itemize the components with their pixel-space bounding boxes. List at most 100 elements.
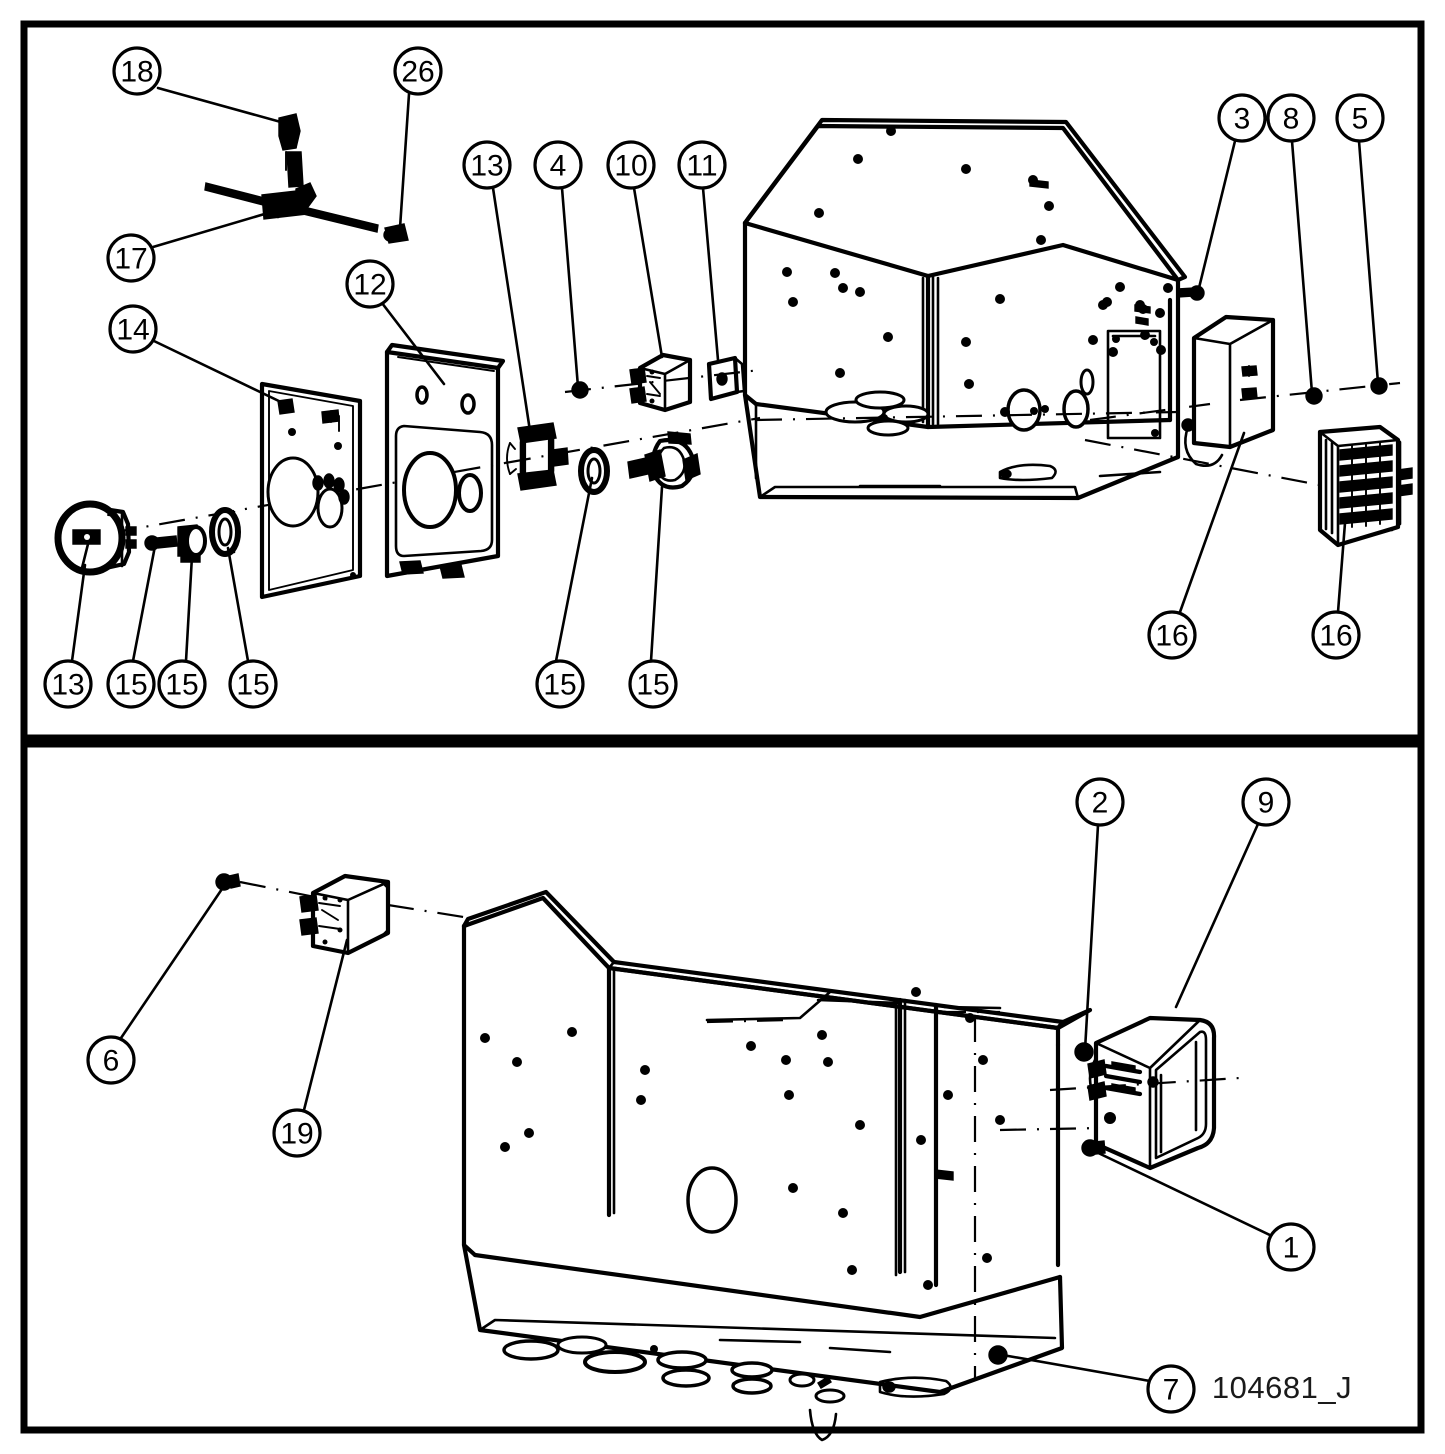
leader-line bbox=[1178, 431, 1246, 614]
part-16-connector bbox=[1317, 424, 1413, 548]
callout-15[interactable]: 15 bbox=[106, 544, 157, 709]
drawing-number: 104681_J bbox=[1212, 1370, 1352, 1405]
axis-line-mid bbox=[504, 416, 761, 465]
leader-line bbox=[1196, 139, 1237, 294]
callout-label: 15 bbox=[114, 669, 147, 702]
callout-bubble[interactable] bbox=[157, 659, 207, 709]
callout-16[interactable]: 16 bbox=[1147, 431, 1246, 660]
callout-bubble[interactable] bbox=[86, 1035, 136, 1085]
callout-bubble[interactable] bbox=[345, 259, 395, 309]
callout-label: 15 bbox=[236, 669, 269, 702]
callout-4[interactable]: 4 bbox=[533, 140, 583, 389]
callout-10[interactable]: 10 bbox=[606, 140, 664, 359]
callout-15[interactable]: 15 bbox=[535, 476, 594, 709]
callout-bubble[interactable] bbox=[677, 140, 727, 190]
leader-line bbox=[151, 208, 280, 249]
callout-15[interactable]: 15 bbox=[226, 546, 278, 709]
callout-label: 19 bbox=[280, 1118, 313, 1151]
callout-bubble[interactable] bbox=[1266, 1222, 1316, 1272]
callout-14[interactable]: 14 bbox=[108, 304, 285, 405]
part-12-cover bbox=[384, 342, 506, 579]
leader-line bbox=[119, 884, 226, 1040]
callout-label: 26 bbox=[401, 56, 434, 89]
callout-label: 8 bbox=[1283, 103, 1300, 136]
leader-line bbox=[491, 186, 532, 433]
upper-panel-parts bbox=[54, 113, 1413, 600]
part-4-pin bbox=[571, 381, 589, 399]
callout-6[interactable]: 6 bbox=[86, 884, 226, 1085]
callout-label: 9 bbox=[1258, 787, 1275, 820]
callout-bubble[interactable] bbox=[106, 233, 156, 283]
axis-line-right-a bbox=[1089, 402, 1211, 422]
callout-label: 16 bbox=[1319, 620, 1352, 653]
enclosure-box-lower bbox=[461, 889, 1101, 1442]
callout-13[interactable]: 13 bbox=[462, 140, 532, 433]
callout-5[interactable]: 5 bbox=[1335, 93, 1385, 385]
callout-label: 15 bbox=[543, 669, 576, 702]
callout-19[interactable]: 19 bbox=[272, 938, 349, 1158]
leader-line bbox=[1336, 521, 1347, 614]
callout-bubble[interactable] bbox=[1335, 93, 1385, 143]
leader-line bbox=[701, 186, 720, 362]
callout-12[interactable]: 12 bbox=[345, 259, 446, 386]
part-15-bushing bbox=[177, 524, 207, 563]
callout-16[interactable]: 16 bbox=[1311, 521, 1361, 660]
callout-bubble[interactable] bbox=[272, 1108, 322, 1158]
callout-1[interactable]: 1 bbox=[1090, 1148, 1316, 1272]
callout-bubble[interactable] bbox=[533, 140, 583, 190]
callout-bubble[interactable] bbox=[1217, 93, 1267, 143]
part-16-module bbox=[1181, 314, 1276, 467]
callout-bubble[interactable] bbox=[606, 140, 656, 190]
part-2-fastener bbox=[1074, 1042, 1094, 1062]
callout-3[interactable]: 3 bbox=[1196, 93, 1267, 294]
callout-bubble[interactable] bbox=[1241, 777, 1291, 827]
callout-bubble[interactable] bbox=[108, 304, 158, 354]
lower-panel-parts bbox=[215, 873, 1241, 1442]
callout-label: 13 bbox=[470, 150, 503, 183]
callout-label: 18 bbox=[120, 56, 153, 89]
callout-15[interactable]: 15 bbox=[157, 554, 207, 709]
callout-bubble[interactable] bbox=[1075, 777, 1125, 827]
lower-panel-frame bbox=[20, 740, 1425, 1434]
callout-label: 13 bbox=[51, 669, 84, 702]
leader-line bbox=[560, 186, 580, 389]
upper-panel-frame bbox=[20, 20, 1425, 742]
leader-line bbox=[995, 1352, 1152, 1383]
callout-13[interactable]: 13 bbox=[43, 563, 93, 709]
axis-lower-b bbox=[387, 903, 471, 920]
callout-bubble[interactable] bbox=[106, 659, 156, 709]
callout-label: 12 bbox=[353, 269, 386, 302]
callout-bubble[interactable] bbox=[1311, 610, 1361, 660]
callout-8[interactable]: 8 bbox=[1266, 93, 1316, 395]
callout-bubble[interactable] bbox=[628, 659, 678, 709]
callout-label: 5 bbox=[1352, 103, 1369, 136]
callout-bubble[interactable] bbox=[1147, 610, 1197, 660]
callout-bubble[interactable] bbox=[43, 659, 93, 709]
callout-label: 3 bbox=[1234, 103, 1251, 136]
leader-line bbox=[1174, 822, 1260, 1009]
callout-bubble[interactable] bbox=[112, 46, 162, 96]
leader-line bbox=[380, 301, 446, 386]
callout-bubble[interactable] bbox=[462, 140, 512, 190]
callouts-lower-panel: 6 19 2 9 1 7 bbox=[86, 777, 1316, 1414]
callout-2[interactable]: 2 bbox=[1075, 777, 1125, 1052]
callout-bubble[interactable] bbox=[1146, 1364, 1196, 1414]
callout-label: 4 bbox=[550, 150, 567, 183]
callout-bubble[interactable] bbox=[1266, 93, 1316, 143]
leader-line bbox=[1290, 139, 1314, 395]
callout-7[interactable]: 7 bbox=[995, 1352, 1196, 1414]
callout-label: 2 bbox=[1092, 787, 1109, 820]
callout-17[interactable]: 17 bbox=[106, 208, 280, 283]
callout-26[interactable]: 26 bbox=[393, 46, 443, 230]
callout-bubble[interactable] bbox=[228, 659, 278, 709]
callout-label: 6 bbox=[103, 1045, 120, 1078]
callout-15[interactable]: 15 bbox=[628, 485, 678, 709]
callout-18[interactable]: 18 bbox=[112, 46, 290, 126]
callout-bubble[interactable] bbox=[393, 46, 443, 96]
callout-9[interactable]: 9 bbox=[1174, 777, 1291, 1009]
callout-bubble[interactable] bbox=[535, 659, 585, 709]
leader-line bbox=[184, 554, 194, 663]
callout-11[interactable]: 11 bbox=[677, 140, 727, 362]
